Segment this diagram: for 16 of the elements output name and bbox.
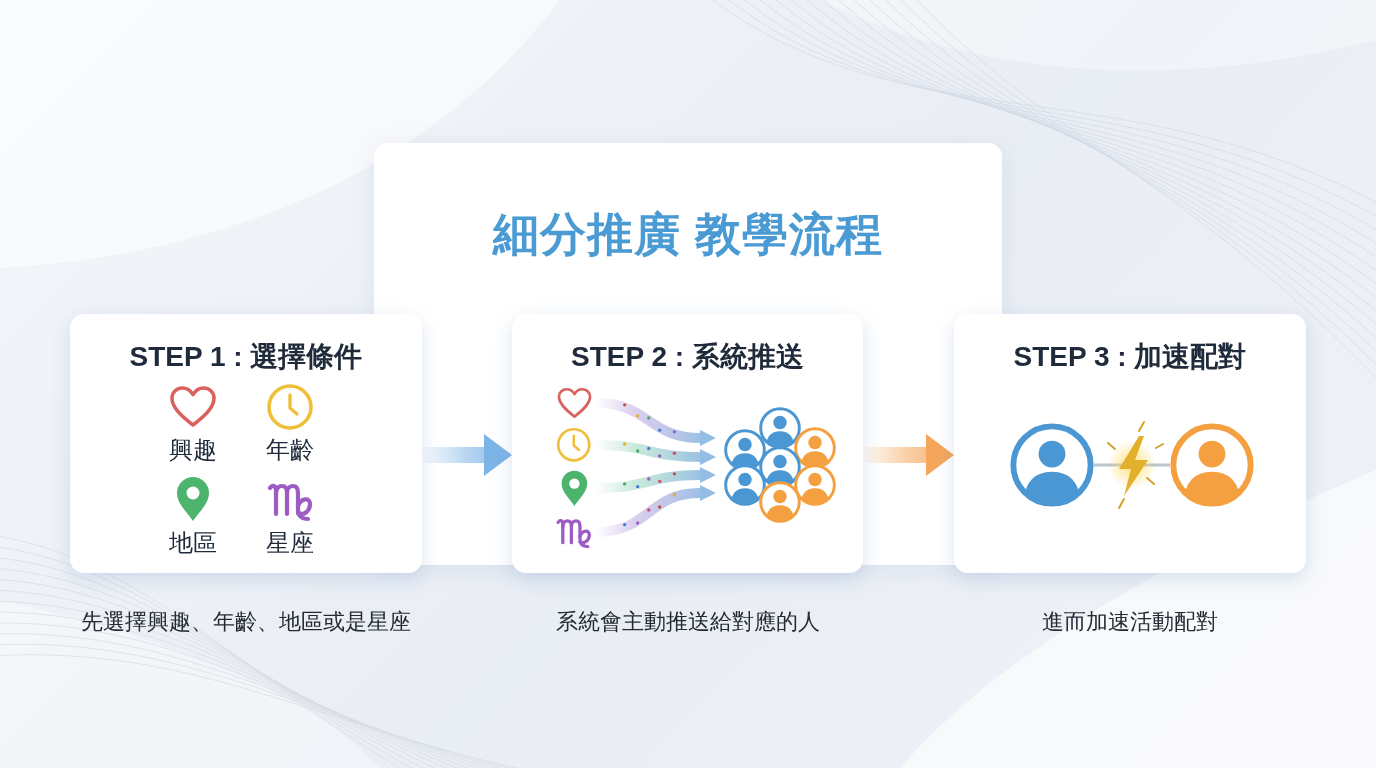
arrow — [863, 434, 954, 476]
step-caption: 進而加速活動配對 — [1042, 608, 1218, 636]
title: 細分推廣 教學流程 — [493, 207, 883, 262]
step-heading: STEP 1 : 選擇條件 — [129, 340, 363, 374]
step-heading: STEP 3 : 加速配對 — [1013, 340, 1247, 374]
condition-label: 地區 — [169, 529, 217, 557]
step-card — [954, 314, 1306, 573]
step-heading: STEP 2 : 系統推送 — [571, 340, 804, 374]
condition-label: 星座 — [266, 529, 314, 557]
condition-label: 年齡 — [266, 436, 314, 464]
arrow — [422, 434, 512, 476]
step-card — [70, 314, 422, 573]
step-caption: 系統會主動推送給對應的人 — [555, 608, 820, 636]
step-caption: 先選擇興趣、年齡、地區或是星座 — [81, 608, 411, 636]
step-card — [512, 314, 863, 573]
condition-label: 興趣 — [169, 436, 217, 464]
